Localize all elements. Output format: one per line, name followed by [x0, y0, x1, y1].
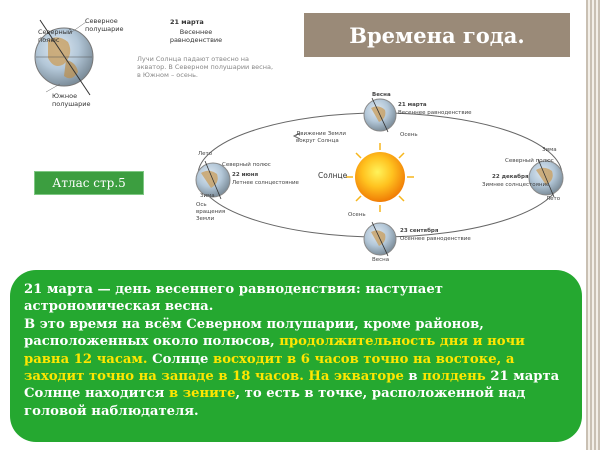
highlight-zenith: в зените [168, 386, 236, 402]
label-right-season-bottom: Лето [546, 196, 561, 202]
label-top-right-season: Осень [400, 132, 418, 138]
label-bottom-event: Осеннее равноденствие [400, 236, 471, 242]
paragraph-2: В это время на всём Северном полушарии, … [24, 316, 560, 419]
page-title: Времена года. [349, 22, 525, 48]
label-north-pole-top: Северный полюс [38, 28, 73, 44]
label-right-date: 22 декабря [492, 174, 529, 180]
highlight-equator: На экваторе [308, 369, 404, 385]
label-northern-hemisphere: Северное полушарие [85, 17, 124, 33]
label-top-season: Весна [372, 92, 391, 98]
label-bottom-date: 23 сентября [400, 228, 439, 234]
atlas-button[interactable]: Атлас стр.5 [34, 171, 144, 195]
label-southern-hemisphere: Южное полушарие [52, 92, 91, 108]
globe-top [34, 19, 94, 96]
label-right-event: Зимнее солнцестояние [482, 182, 550, 188]
globe-orbit-right [528, 158, 564, 198]
label-sun: Солнце [318, 171, 348, 180]
highlight-sunrise: восходит в 6 часов точно на востоке, а з… [24, 351, 515, 385]
label-left-event: Летнее солнцестояние [232, 180, 299, 186]
globe-orbit-top [363, 97, 397, 133]
label-left-date: 22 июня [232, 172, 259, 178]
label-left-season-bottom: Зима [200, 193, 215, 199]
label-note-top: Лучи Солнца падают отвесно на экватор. В… [137, 55, 274, 79]
label-right-pole: Северный полюс [505, 158, 554, 164]
paragraph-1: 21 марта — день весеннего равноденствия:… [24, 282, 443, 315]
label-top-date: 21 марта [398, 102, 427, 108]
highlight-day-night: продолжительность дня и ночи равна 12 ча… [24, 334, 525, 367]
atlas-button-label: Атлас стр.5 [52, 176, 126, 190]
label-bottom-season-bottom: Весна [372, 257, 390, 263]
sun-icon [346, 143, 414, 212]
label-date-top: 21 марта [170, 18, 204, 26]
highlight-noon: полдень [422, 369, 486, 385]
title-banner: Времена года. [304, 13, 570, 57]
info-text-box: 21 марта — день весеннего равноденствия:… [10, 270, 582, 442]
label-event-top: Весеннее равноденствие [169, 28, 223, 44]
label-axis: Ось вращения Земли [196, 202, 226, 222]
label-left-pole: Северный полюс [222, 162, 271, 168]
globe-orbit-left [195, 160, 231, 200]
globe-orbit-bottom [363, 221, 397, 257]
label-left-season-top: Лето [198, 151, 213, 157]
label-right-season-top: Зима [542, 147, 557, 153]
label-top-event: Весеннее равноденствие [398, 110, 472, 116]
decorative-border [586, 0, 600, 450]
label-bottom-season-top: Осень [348, 212, 366, 218]
label-earth-motion: Движение Земли вокруг Солнца [296, 131, 346, 144]
